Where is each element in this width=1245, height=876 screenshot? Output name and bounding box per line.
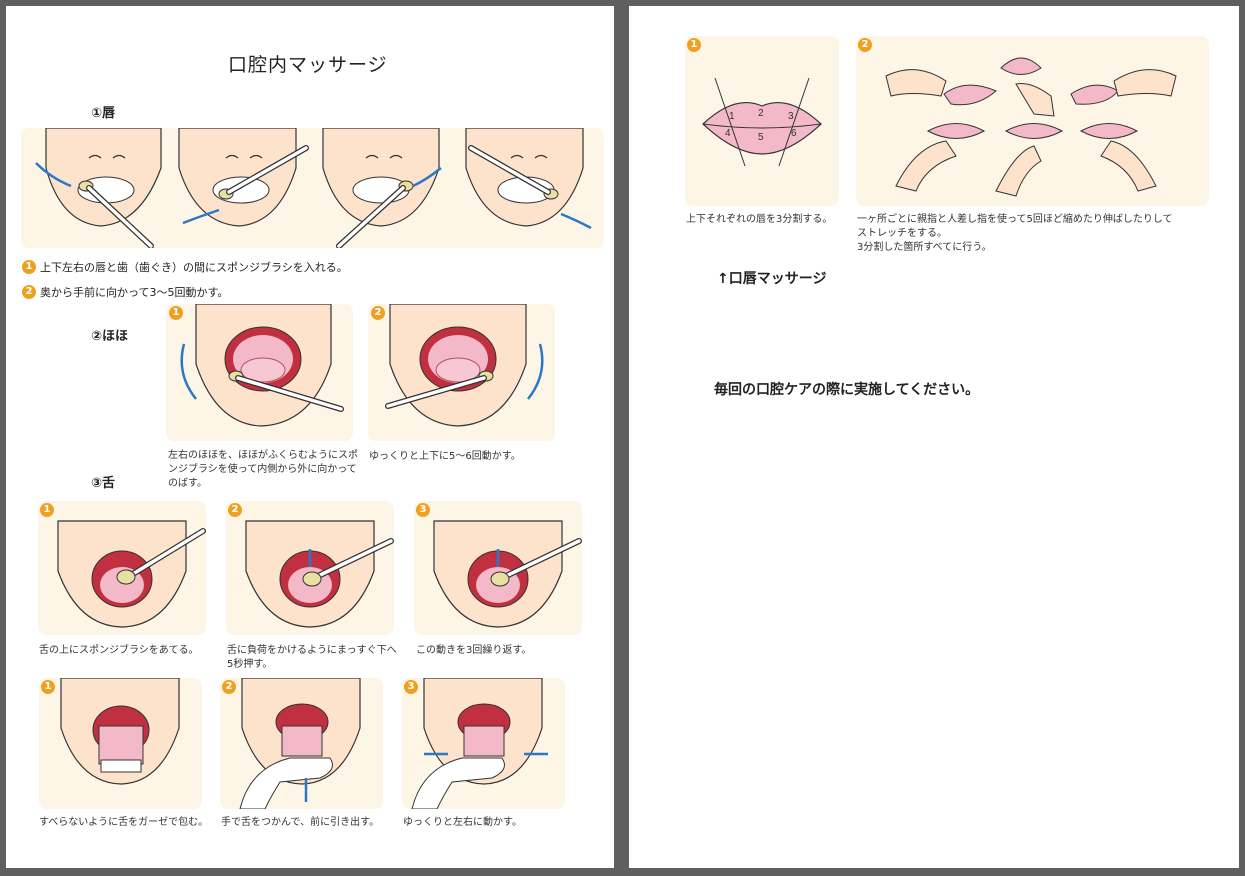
gauze-drawing-1 xyxy=(60,678,180,785)
region-3: 3 xyxy=(788,111,794,122)
lip-stretch-drawing xyxy=(885,57,1177,197)
cheek-drawing-2 xyxy=(385,304,544,427)
region-2: 2 xyxy=(758,108,764,119)
step-badge: 3 xyxy=(404,680,418,694)
tongue-panel-3: 3 xyxy=(414,501,582,635)
cheek-caption-2: ゆっくりと上下に5～6回動かす。 xyxy=(369,451,521,462)
lip-division-panel: 1 1 2 3 4 5 6 xyxy=(685,36,839,206)
cheek-caption-1: 左右のほほを、ほほがふくらむようにスポンジブラシを使って内側から外に向かってのば… xyxy=(168,450,358,489)
tongue-drawing-2 xyxy=(245,520,394,628)
step-badge: 2 xyxy=(858,38,872,52)
cheek-drawing-1 xyxy=(180,304,344,427)
gauze-caption-2: 手で舌をつかんで、前に引き出す。 xyxy=(221,817,380,828)
gauze-panel-1: 1 xyxy=(39,678,202,809)
lips-step-2: 2 奥から手前に向かって3～5回動かす。 xyxy=(22,284,228,300)
page-title: 口腔内マッサージ xyxy=(228,54,388,76)
step-badge: 1 xyxy=(40,503,54,517)
lips-faces-drawing xyxy=(35,128,592,248)
step-badge: 2 xyxy=(371,306,385,320)
step-badge: 2 xyxy=(22,285,36,299)
step-badge: 1 xyxy=(41,680,55,694)
step-badge: 1 xyxy=(687,38,701,52)
tongue-panel-1: 1 xyxy=(38,501,206,635)
practice-note: 毎回の口腔ケアの際に実施してください。 xyxy=(714,382,980,398)
tongue-drawing-1 xyxy=(57,520,206,628)
region-1: 1 xyxy=(729,111,735,122)
lips-step-1: 1 上下左右の唇と歯（歯ぐき）の間にスポンジブラシを入れる。 xyxy=(22,259,348,275)
region-6: 6 xyxy=(791,128,797,139)
lip-stretch-caption-line-3: 3分割した箇所すべてに行う。 xyxy=(857,242,992,253)
step-badge: 2 xyxy=(222,680,236,694)
gauze-drawing-2 xyxy=(239,678,361,809)
tongue-panel-2: 2 xyxy=(226,501,394,635)
tongue-caption-2: 舌に負荷をかけるようにまっすぐ下へ5秒押す。 xyxy=(227,645,397,670)
lip-division-caption: 上下それぞれの唇を3分割する。 xyxy=(686,214,833,225)
region-4: 4 xyxy=(725,128,731,139)
gauze-caption-1: すべらないように舌をガーゼで包む。 xyxy=(39,817,209,828)
region-5: 5 xyxy=(758,132,764,143)
page-1: 口腔内マッサージ ①唇 xyxy=(6,6,614,868)
lip-stretch-caption-line-2: ストレッチをする。 xyxy=(857,228,947,239)
gauze-caption-3: ゆっくりと左右に動かす。 xyxy=(403,817,522,828)
lip-division-drawing: 1 2 3 4 5 6 xyxy=(702,77,822,167)
lips-step-1-text: 上下左右の唇と歯（歯ぐき）の間にスポンジブラシを入れる。 xyxy=(40,261,348,274)
cheek-panel-1: 1 xyxy=(166,304,353,441)
step-badge: 2 xyxy=(228,503,242,517)
tongue-caption-3: この動きを3回繰り返す。 xyxy=(416,645,532,656)
gauze-panel-2: 2 xyxy=(220,678,383,809)
gauze-drawing-3 xyxy=(411,678,548,809)
cheek-heading: ②ほほ xyxy=(91,329,129,344)
step-badge: 3 xyxy=(416,503,430,517)
cheek-panel-2: 2 xyxy=(368,304,555,441)
lips-heading: ①唇 xyxy=(91,106,116,121)
tongue-drawing-3 xyxy=(433,520,582,628)
tongue-heading: ③舌 xyxy=(91,476,116,491)
gauze-panel-3: 3 xyxy=(402,678,565,809)
lips-illustration xyxy=(21,128,604,248)
step-badge: 1 xyxy=(22,260,36,274)
lip-stretch-panel: 2 xyxy=(856,36,1209,206)
page-2: 1 1 2 3 4 5 6 2 xyxy=(629,6,1239,868)
lip-stretch-caption-line-1: 一ヶ所ごとに親指と人差し指を使って5回ほど縮めたり伸ばしたりして xyxy=(857,214,1173,225)
lip-massage-label: ↑口唇マッサージ xyxy=(717,271,827,287)
step-badge: 1 xyxy=(169,306,183,320)
tongue-caption-1: 舌の上にスポンジブラシをあてる。 xyxy=(39,645,199,656)
lips-step-2-text: 奥から手前に向かって3～5回動かす。 xyxy=(40,286,229,299)
